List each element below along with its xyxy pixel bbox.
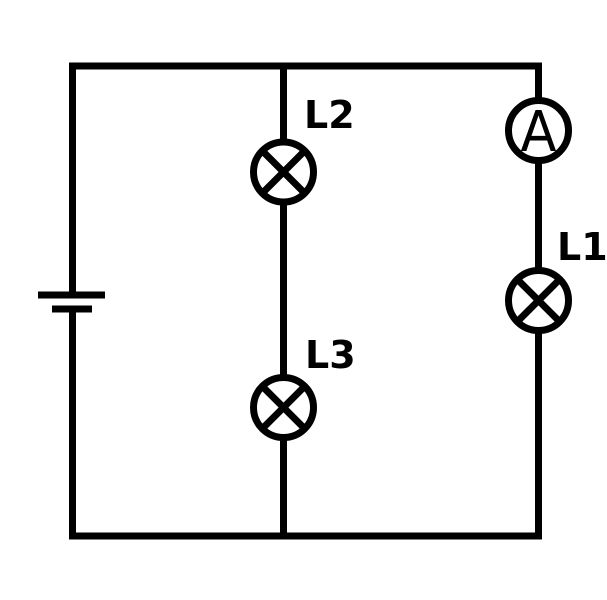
lamp-l3-label: L3 xyxy=(305,333,356,377)
lamp-l2-icon xyxy=(250,138,317,206)
lamp-l2-label: L2 xyxy=(304,93,355,137)
lamp-l3-icon xyxy=(250,374,317,441)
lamp-l1-cross-line xyxy=(514,276,563,325)
ammeter-icon: A xyxy=(505,97,572,165)
lamp-l1-label: L1 xyxy=(557,225,607,269)
lamp-l2-cross-line xyxy=(259,148,308,196)
ammeter-letter: A xyxy=(521,100,557,165)
lamp-l3-cross-line xyxy=(259,383,308,432)
lamp-l1-icon xyxy=(505,267,572,334)
ammeter-circle xyxy=(505,97,572,164)
wire-top-loop xyxy=(69,62,542,295)
battery-icon xyxy=(38,291,105,313)
wire-bottom-loop xyxy=(69,309,542,540)
